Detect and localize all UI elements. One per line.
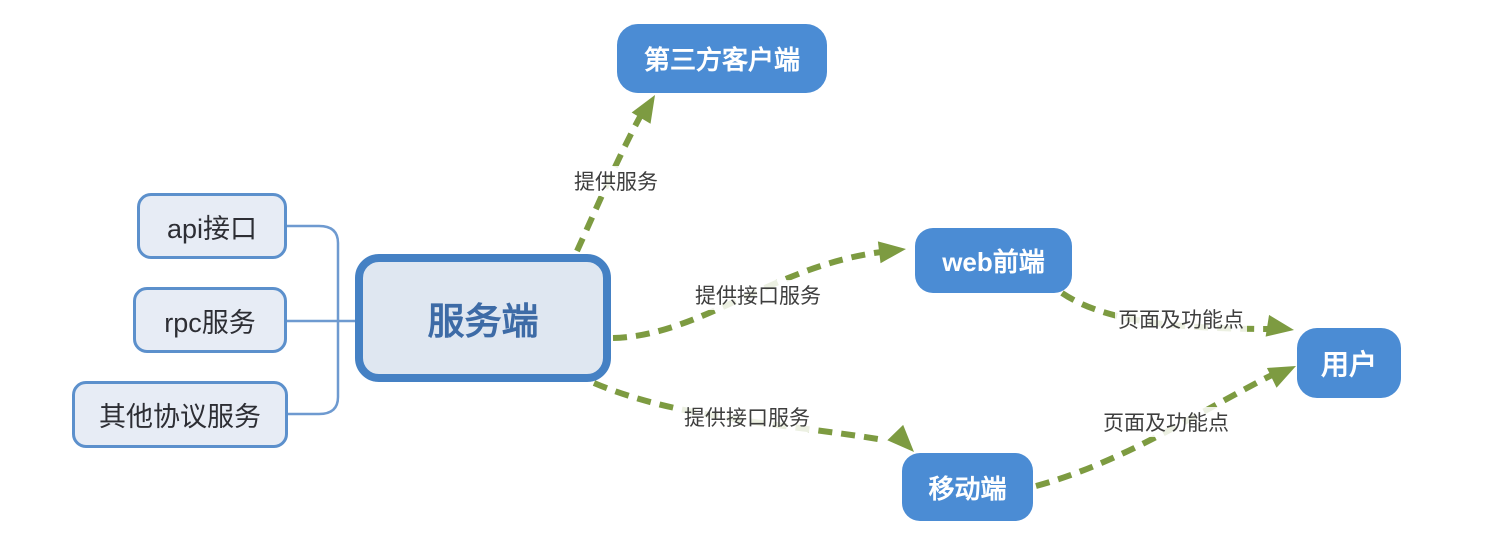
node-rpc-service-label: rpc服务 <box>164 307 256 338</box>
edge-label-provide-service: 提供服务 <box>571 166 661 196</box>
node-other-protocol-service[interactable]: 其他协议服务 <box>72 381 288 448</box>
arrowheads <box>631 95 1296 452</box>
node-api-interface-label: api接口 <box>166 213 258 244</box>
edge-label-provide-api-service-mobile: 提供接口服务 <box>681 402 813 432</box>
node-server[interactable]: 服务端 <box>355 254 611 382</box>
arrowhead-third-party <box>631 95 655 124</box>
arrowhead-mobile <box>887 424 914 452</box>
node-rpc-service[interactable]: rpc服务 <box>133 287 287 353</box>
node-web-frontend-label: web前端 <box>942 247 1045 277</box>
node-user[interactable]: 用户 <box>1297 328 1401 398</box>
node-web-frontend[interactable]: web前端 <box>915 228 1072 293</box>
node-mobile[interactable]: 移动端 <box>902 453 1033 521</box>
edge-label-provide-api-service-web: 提供接口服务 <box>692 280 824 310</box>
node-third-party-client-label: 第三方客户端 <box>643 45 800 75</box>
node-user-label: 用户 <box>1320 349 1377 380</box>
edge-label-pages-and-features-web: 页面及功能点 <box>1115 304 1247 334</box>
node-api-interface[interactable]: api接口 <box>137 193 287 259</box>
arrowhead-user-bottom <box>1266 366 1296 388</box>
node-mobile-label: 移动端 <box>928 473 1007 504</box>
edge-mobile-to-user <box>1035 369 1280 489</box>
arrowhead-user-top <box>1265 314 1294 337</box>
node-server-label: 服务端 <box>427 301 539 342</box>
node-third-party-client[interactable]: 第三方客户端 <box>617 24 827 93</box>
edge-server-to-web <box>612 248 891 341</box>
bracket-connector <box>287 224 357 416</box>
node-other-protocol-service-label: 其他协议服务 <box>99 402 261 432</box>
edge-label-pages-and-features-mobile: 页面及功能点 <box>1100 407 1232 437</box>
arrowhead-web <box>877 241 906 264</box>
connector-other-to-bracket <box>288 321 340 416</box>
connector-api-to-bracket <box>287 224 340 321</box>
